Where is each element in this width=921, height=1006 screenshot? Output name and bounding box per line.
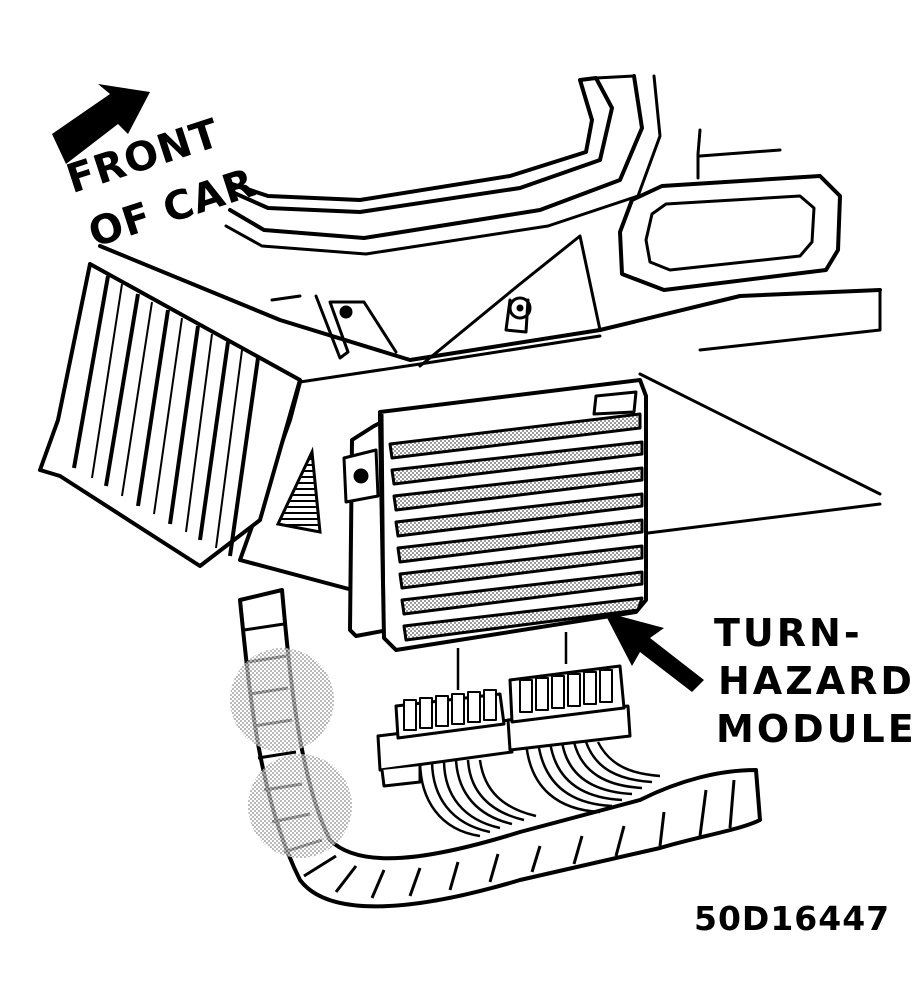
module-label-line1: TURN- (714, 611, 863, 655)
module-label-line2: HAZARD (718, 659, 915, 703)
connector-right (506, 664, 632, 752)
module-label-line3: MODULE (716, 707, 917, 751)
triangle-vent (275, 446, 322, 534)
alignment-lines (456, 632, 568, 690)
front-arrow-icon (52, 84, 150, 164)
module-pointer-arrow-icon (604, 612, 704, 692)
connector-left (376, 689, 514, 788)
fuse-panel (38, 262, 302, 568)
wire-harness (230, 588, 762, 909)
turn-hazard-module (342, 378, 648, 652)
connector-wires (418, 741, 661, 838)
figure-code: 50D16447 (694, 899, 891, 938)
